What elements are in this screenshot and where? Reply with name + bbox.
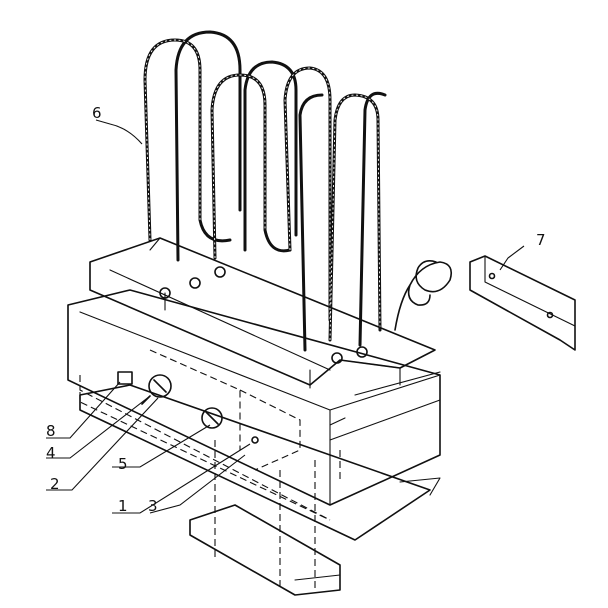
housing — [67, 289, 441, 506]
base-strip — [189, 504, 341, 596]
callout-6: 6 — [92, 104, 102, 122]
callout-3: 3 — [148, 497, 158, 515]
wall-bracket — [469, 255, 576, 351]
callout-1: 1 — [118, 497, 128, 515]
indicator-lamp — [117, 371, 133, 385]
callout-5: 5 — [118, 455, 128, 473]
callout-labels: 6 7 8 4 5 2 1 3 — [46, 104, 546, 515]
bottom-cover-plate — [79, 384, 431, 541]
leader-lines — [46, 119, 525, 514]
power-cord — [394, 260, 453, 331]
heating-element — [143, 30, 387, 352]
callout-8: 8 — [46, 422, 56, 440]
top-bracket — [89, 237, 436, 389]
callout-2: 2 — [50, 475, 60, 493]
callout-4: 4 — [46, 444, 56, 462]
control-panel — [117, 349, 301, 471]
callout-7: 7 — [536, 231, 546, 249]
